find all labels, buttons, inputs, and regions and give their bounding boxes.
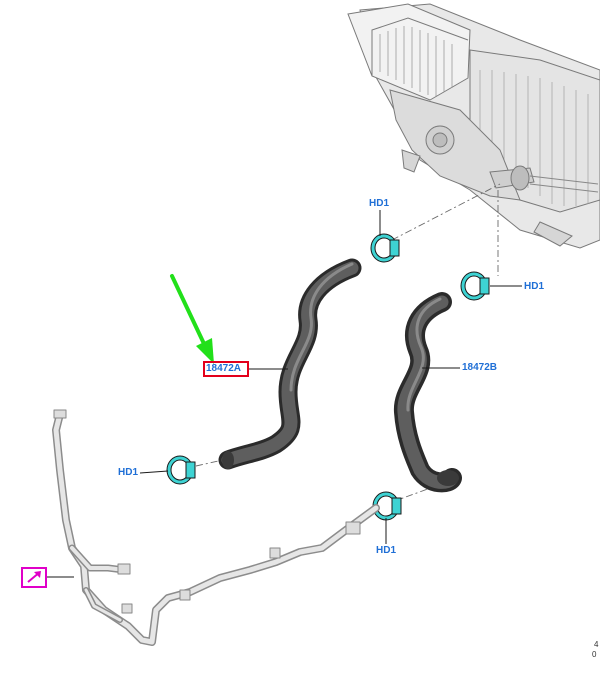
highlight-box [203,361,249,377]
hose-18472b [394,292,462,493]
clamp-right [460,271,490,301]
label-leaders [46,210,522,578]
label-hd1-right: HD1 [524,281,545,292]
label-18472a: 18472A [206,363,242,374]
callout-marker [21,567,47,588]
label-18472b: 18472B [462,362,498,373]
tube-assembly [52,409,380,646]
label-hd1-left: HD1 [118,467,139,478]
clamp-left [166,455,196,485]
corner-mark-bottom: 0 [592,650,597,659]
clamp-top [370,233,400,263]
label-hd1-bottom: HD1 [376,545,397,556]
label-hd1-top: HD1 [369,198,390,209]
green-pointer-arrow [170,274,214,364]
corner-mark-top: 4 [594,640,599,649]
hose-18472a [218,258,362,470]
hvac-unit [347,3,600,249]
